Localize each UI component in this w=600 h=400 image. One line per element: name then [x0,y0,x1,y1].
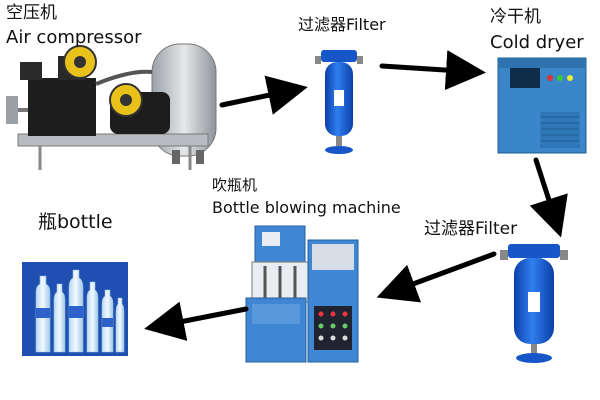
air-compressor-label-zh: 空压机 [6,3,57,23]
filter-1-label: 过滤器Filter [298,15,386,34]
bottles-icon [22,262,128,356]
blowing-machine-label-en: Bottle blowing machine [212,198,401,217]
filter-icon [500,244,568,363]
arrow-dryer-to-filter [529,157,568,238]
cold-dryer-label-en: Cold dryer [490,32,584,53]
arrow-filter-to-dryer [379,50,486,91]
cold-dryer-label-zh: 冷干机 [490,7,541,27]
arrow-compressor-to-filter [219,75,308,115]
arrow-blower-to-bottles [144,301,249,341]
arrow-filter-to-blower [376,251,497,303]
bottle-label: 瓶bottle [38,211,113,233]
cold-dryer-icon [497,57,587,154]
bottle-blowing-machine-icon [245,225,359,363]
blowing-machine-label-zh: 吹瓶机 [212,176,258,194]
flow-arrows [144,50,568,341]
filter-2-label: 过滤器Filter [424,219,518,239]
air-compressor-label-en: Air compressor [6,27,142,48]
air-compressor-icon [6,43,217,170]
filter-icon [315,50,363,154]
